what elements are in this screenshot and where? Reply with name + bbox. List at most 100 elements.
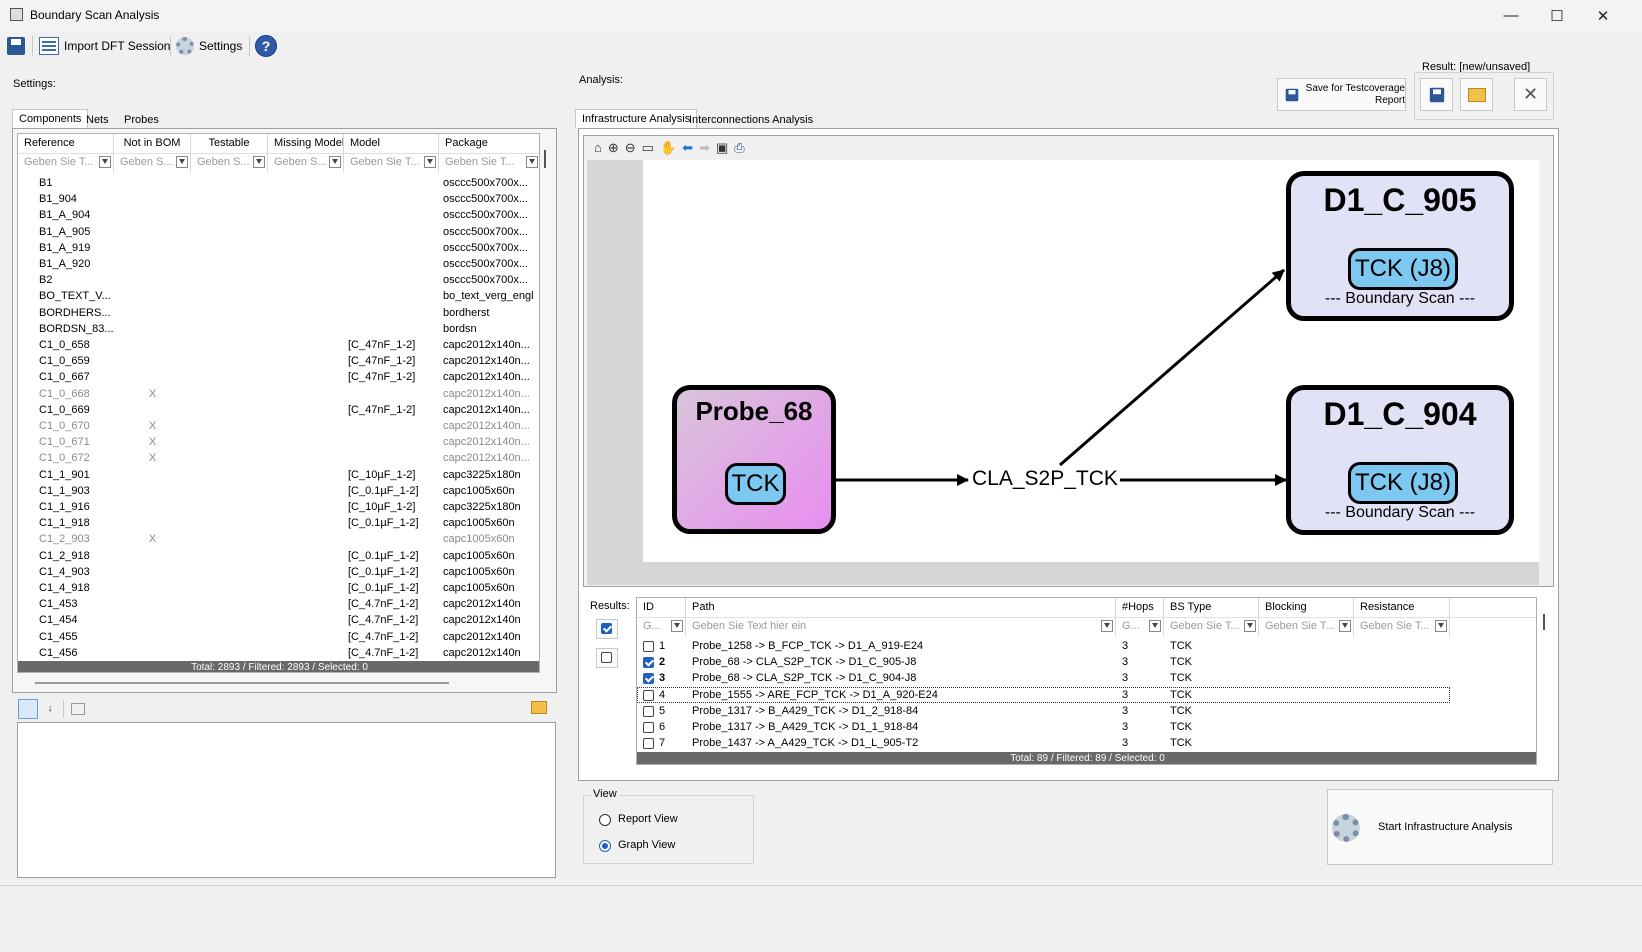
column-header-reference[interactable]: Reference bbox=[18, 134, 114, 153]
filter-missing-model[interactable]: Geben S... bbox=[268, 153, 344, 172]
table-row[interactable]: C1_1_901[C_10µF_1-2]capc3225x180n bbox=[18, 467, 539, 483]
column-header-bs-type[interactable]: BS Type bbox=[1164, 598, 1259, 617]
column-header-testable[interactable]: Testable bbox=[191, 134, 268, 153]
minimize-button[interactable]: — bbox=[1503, 7, 1519, 24]
zoom-in-icon[interactable]: ⊕ bbox=[607, 140, 619, 155]
bs-node-d1-c-905[interactable]: D1_C_905 TCK (J8) --- Boundary Scan --- bbox=[1286, 171, 1514, 321]
filter-resistance[interactable]: Geben Sie T... bbox=[1354, 617, 1450, 636]
filter-hops[interactable]: G... bbox=[1116, 617, 1164, 636]
table-row[interactable]: C1_1_916[C_10µF_1-2]capc3225x180n bbox=[18, 499, 539, 515]
column-header-id[interactable]: ID bbox=[637, 598, 686, 617]
filter-icon[interactable] bbox=[671, 620, 683, 632]
table-row[interactable]: C1_2_918[C_0.1µF_1-2]capc1005x60n bbox=[18, 548, 539, 564]
home-icon[interactable]: ⌂ bbox=[594, 140, 602, 155]
tab-nets[interactable]: Nets bbox=[86, 113, 109, 126]
row-checkbox[interactable] bbox=[643, 705, 654, 717]
net-label[interactable]: CLA_S2P_TCK bbox=[970, 467, 1120, 491]
filter-icon[interactable] bbox=[424, 156, 436, 168]
zoom-rect-icon[interactable]: ▭ bbox=[641, 140, 654, 155]
filter-model[interactable]: Geben Sie T... bbox=[344, 153, 439, 172]
components-scrollbar[interactable] bbox=[544, 150, 546, 168]
table-row[interactable]: C1_0_659[C_47nF_1-2]capc2012x140n... bbox=[18, 353, 539, 369]
settings-button[interactable]: Settings bbox=[176, 34, 242, 58]
column-header-missing-model[interactable]: Missing Model bbox=[268, 134, 344, 153]
filter-icon[interactable] bbox=[1339, 620, 1351, 632]
filter-path[interactable]: Geben Sie Text hier ein bbox=[686, 617, 1116, 636]
print-icon[interactable]: ⎙ bbox=[734, 140, 745, 155]
column-header-resistance[interactable]: Resistance bbox=[1354, 598, 1450, 617]
graph-view-radio[interactable]: Graph View bbox=[599, 839, 719, 853]
open-folder-icon[interactable] bbox=[531, 701, 547, 714]
table-row[interactable]: C1_0_669[C_47nF_1-2]capc2012x140n... bbox=[18, 402, 539, 418]
row-checkbox[interactable] bbox=[643, 738, 654, 750]
filter-bs-type[interactable]: Geben Sie T... bbox=[1164, 617, 1259, 636]
table-row[interactable]: BORDHERS...bordherst bbox=[18, 305, 539, 321]
filter-icon[interactable] bbox=[1101, 620, 1113, 632]
row-checkbox[interactable] bbox=[643, 641, 654, 652]
table-row[interactable]: C1_453[C_4.7nF_1-2]capc2012x140n bbox=[18, 596, 539, 612]
back-arrow-icon[interactable]: ⬅ bbox=[682, 140, 694, 155]
column-header-not-in-bom[interactable]: Not in BOM bbox=[114, 134, 191, 153]
filter-id[interactable]: G... bbox=[637, 617, 686, 636]
check-all-button[interactable] bbox=[596, 619, 618, 639]
start-infrastructure-analysis-button[interactable]: Start Infrastructure Analysis bbox=[1327, 789, 1553, 865]
open-result-button[interactable] bbox=[1460, 78, 1493, 111]
components-horizontal-scrollbar[interactable] bbox=[35, 682, 449, 684]
tab-infrastructure-analysis[interactable]: Infrastructure Analysis bbox=[575, 109, 698, 128]
filter-package[interactable]: Geben Sie T... bbox=[439, 153, 539, 172]
filter-icon[interactable] bbox=[176, 156, 188, 168]
pan-hand-icon[interactable]: ✋ bbox=[659, 140, 677, 155]
filter-icon[interactable] bbox=[253, 156, 265, 168]
tab-probes[interactable]: Probes bbox=[124, 113, 159, 126]
zoom-out-icon[interactable]: ⊖ bbox=[624, 140, 636, 155]
save-for-testcoverage-button[interactable]: Save for Testcoverage Report bbox=[1277, 78, 1406, 111]
table-row[interactable]: C1_4_918[C_0.1µF_1-2]capc1005x60n bbox=[18, 580, 539, 596]
table-row[interactable]: C1_1_903[C_0.1µF_1-2]capc1005x60n bbox=[18, 483, 539, 499]
filter-icon[interactable] bbox=[1435, 620, 1447, 632]
table-row[interactable]: C1_0_667[C_47nF_1-2]capc2012x140n... bbox=[18, 369, 539, 385]
filter-icon[interactable] bbox=[526, 156, 538, 168]
categorized-view-button[interactable] bbox=[18, 699, 38, 719]
table-row[interactable]: BORDSN_83....bordsn bbox=[18, 321, 539, 337]
property-pages-icon[interactable] bbox=[71, 703, 85, 715]
column-header-hops[interactable]: #Hops bbox=[1116, 598, 1164, 617]
tab-interconnections-analysis[interactable]: Interconnections Analysis bbox=[689, 113, 814, 126]
bs-node-d1-c-904[interactable]: D1_C_904 TCK (J8) --- Boundary Scan --- bbox=[1286, 385, 1514, 535]
maximize-button[interactable]: ☐ bbox=[1550, 7, 1564, 25]
table-row[interactable]: BO_TEXT_V...bo_text_verg_engl bbox=[18, 288, 539, 304]
close-button[interactable]: ✕ bbox=[1596, 7, 1610, 25]
save-result-button[interactable] bbox=[1420, 78, 1453, 111]
tab-components[interactable]: Components bbox=[12, 109, 89, 128]
row-checkbox[interactable] bbox=[643, 722, 654, 733]
table-row[interactable]: C1_456[C_4.7nF_1-2]capc2012x140n bbox=[18, 645, 539, 661]
close-result-button[interactable]: ✕ bbox=[1514, 78, 1547, 111]
import-dft-session-button[interactable]: Import DFT Session bbox=[39, 34, 170, 58]
filter-not-in-bom[interactable]: Geben S... bbox=[114, 153, 191, 172]
save-image-icon[interactable]: ▣ bbox=[715, 140, 729, 155]
save-button[interactable] bbox=[7, 34, 25, 58]
table-row[interactable]: C1_455[C_4.7nF_1-2]capc2012x140n bbox=[18, 629, 539, 645]
bs-port-tck[interactable]: TCK (J8) bbox=[1348, 248, 1458, 290]
filter-icon[interactable] bbox=[1149, 620, 1161, 632]
probe-port-tck[interactable]: TCK bbox=[725, 463, 786, 505]
report-view-radio[interactable]: Report View bbox=[599, 813, 719, 827]
row-checkbox[interactable] bbox=[643, 689, 654, 701]
column-header-model[interactable]: Model bbox=[344, 134, 439, 153]
column-header-blocking[interactable]: Blocking bbox=[1259, 598, 1354, 617]
filter-icon[interactable] bbox=[99, 156, 111, 168]
